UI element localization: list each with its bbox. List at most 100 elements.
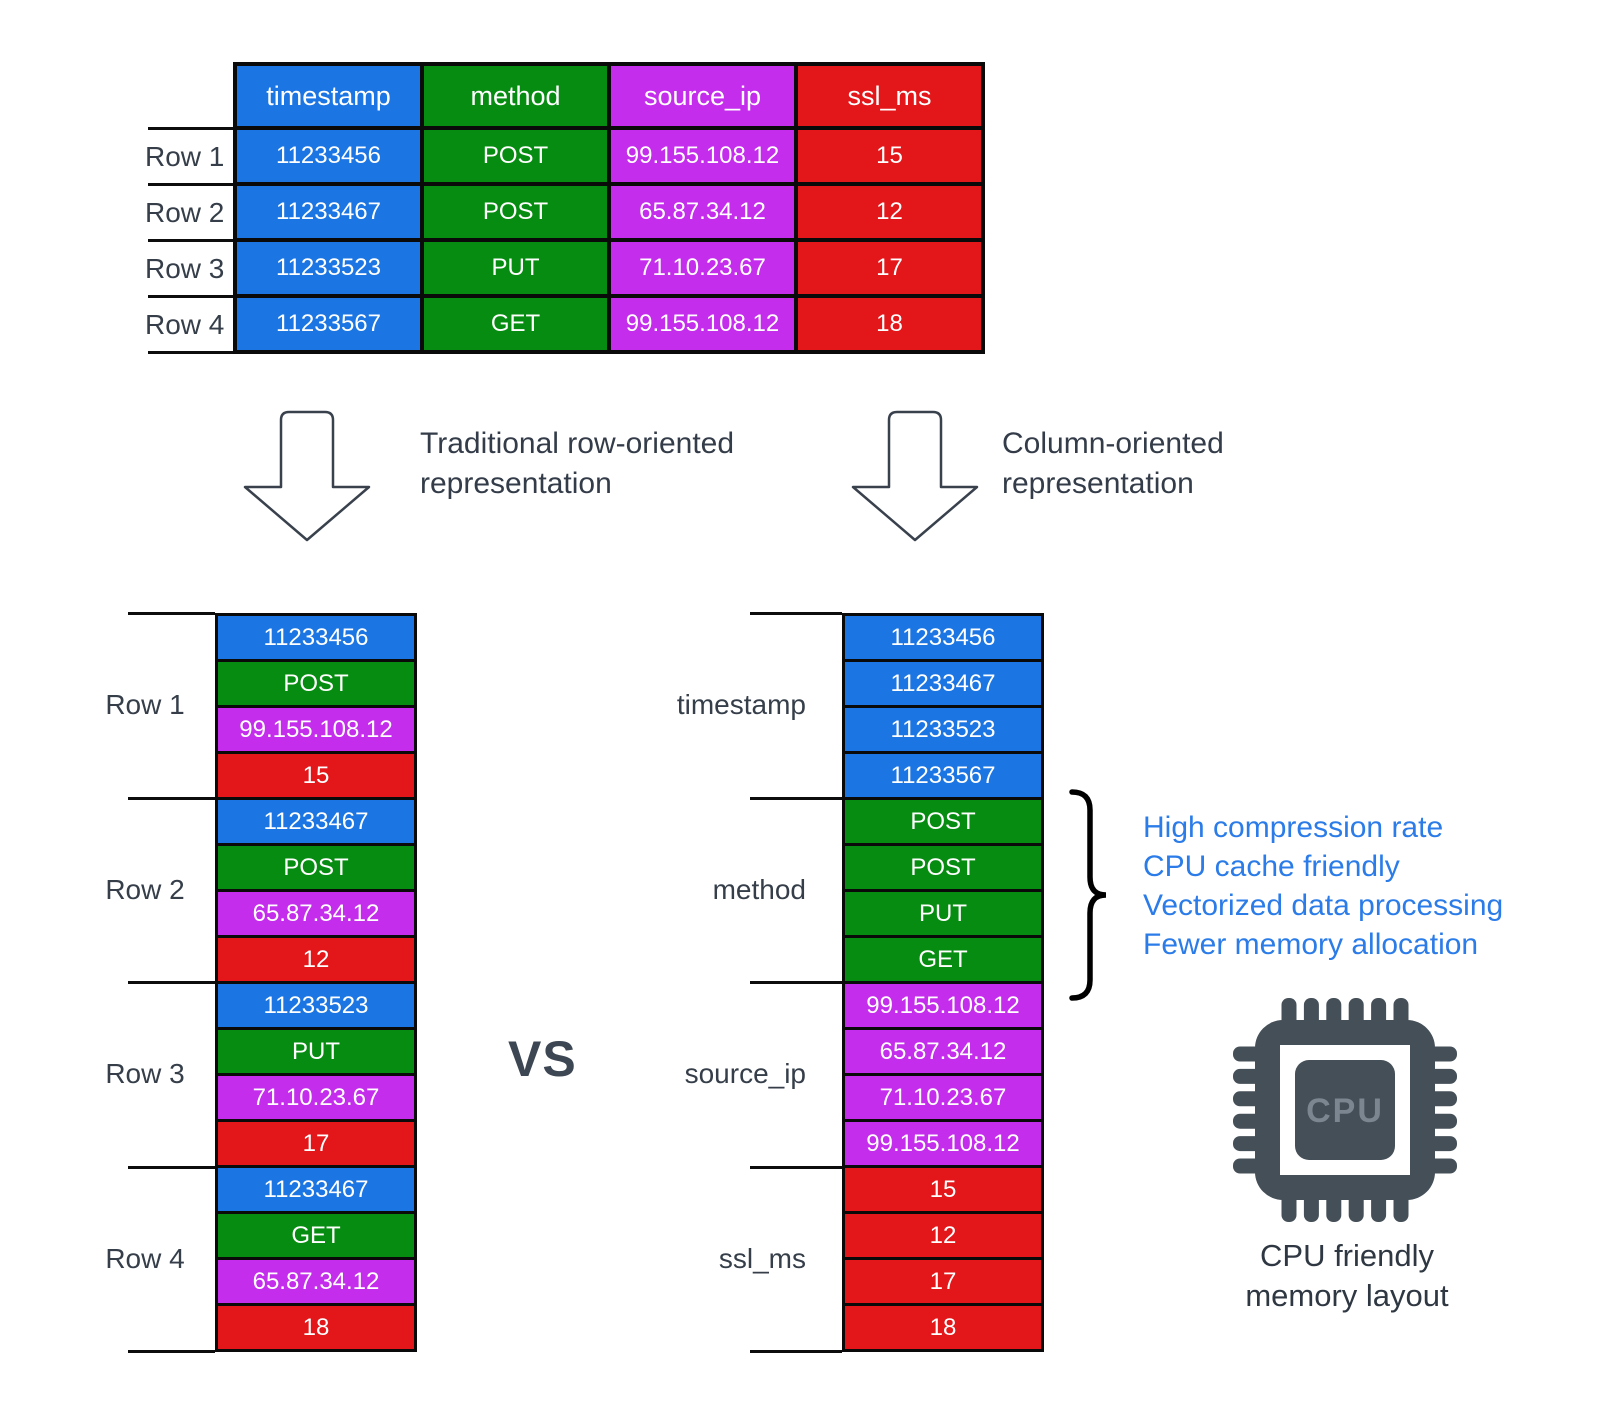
row-divider <box>148 351 233 354</box>
stack-cell: PUT <box>845 892 1041 935</box>
row-group-label: Row 1 <box>105 689 185 720</box>
label-line: representation <box>1002 467 1194 500</box>
down-arrow-icon <box>851 410 979 542</box>
stack-cell: 99.155.108.12 <box>218 708 414 751</box>
table-cell: 11233456 <box>237 130 420 182</box>
stack-cell: GET <box>845 938 1041 981</box>
stack-cell: 11233523 <box>218 984 414 1027</box>
group-divider <box>128 1350 215 1353</box>
table-cell: 99.155.108.12 <box>611 130 794 182</box>
column-header-source-ip: source_ip <box>611 66 794 126</box>
stack-cell: 71.10.23.67 <box>218 1076 414 1119</box>
table-cell: 11233567 <box>237 298 420 350</box>
table-cell: 18 <box>798 298 981 350</box>
table-cell: 11233467 <box>237 186 420 238</box>
column-group-label: timestamp <box>676 689 806 720</box>
stack-cell: 17 <box>218 1122 414 1165</box>
stack-cell: 15 <box>218 754 414 797</box>
stack-cell: 12 <box>845 1214 1041 1257</box>
stack-cell: 71.10.23.67 <box>845 1076 1041 1119</box>
cpu-caption: CPU friendly memory layout <box>1197 1236 1497 1316</box>
group-divider <box>750 612 842 615</box>
stack-cell: 11233467 <box>218 1168 414 1211</box>
caption-line: memory layout <box>1245 1278 1449 1313</box>
benefits-list: High compression rate CPU cache friendly… <box>1143 808 1503 964</box>
table-cell: POST <box>424 186 607 238</box>
stack-cell: PUT <box>218 1030 414 1073</box>
cpu-chip-label: CPU <box>1306 1092 1384 1130</box>
row-divider <box>148 295 233 298</box>
stack-cell: 11233456 <box>845 616 1041 659</box>
stack-cell: 12 <box>218 938 414 981</box>
column-header-method: method <box>424 66 607 126</box>
label-line: Traditional row-oriented <box>420 427 735 460</box>
table-cell: 12 <box>798 186 981 238</box>
group-divider <box>750 1350 842 1353</box>
down-arrow-icon <box>243 410 371 542</box>
stack-cell: 18 <box>218 1306 414 1349</box>
stack-cell: 99.155.108.12 <box>845 984 1041 1027</box>
group-divider <box>128 797 215 800</box>
stack-cell: 15 <box>845 1168 1041 1211</box>
group-divider <box>750 1166 842 1169</box>
stack-cell: 11233567 <box>845 754 1041 797</box>
caption-line: CPU friendly <box>1260 1238 1434 1273</box>
row-divider <box>148 127 233 130</box>
curly-brace <box>1069 789 1107 1001</box>
stack-cell: 65.87.34.12 <box>845 1030 1041 1073</box>
column-representation-label: Column-oriented representation <box>1002 424 1224 504</box>
row-label: Row 3 <box>145 253 225 284</box>
stack-cell: 17 <box>845 1260 1041 1303</box>
column-group-label: source_ip <box>684 1058 806 1089</box>
column-header-ssl-ms: ssl_ms <box>798 66 981 126</box>
table-cell: POST <box>424 130 607 182</box>
column-header-timestamp: timestamp <box>237 66 420 126</box>
group-divider <box>750 797 842 800</box>
row-representation-label: Traditional row-oriented representation <box>420 424 734 504</box>
stack-cell: POST <box>845 800 1041 843</box>
stack-cell: 99.155.108.12 <box>845 1122 1041 1165</box>
stack-cell: POST <box>845 846 1041 889</box>
cpu-chip-icon: CPU <box>1233 998 1457 1222</box>
stack-cell: 65.87.34.12 <box>218 892 414 935</box>
group-divider <box>128 612 215 615</box>
table-cell: 17 <box>798 242 981 294</box>
label-line: representation <box>420 467 612 500</box>
benefit-item: CPU cache friendly <box>1143 850 1400 883</box>
column-store-stack: 11233456 11233467 11233523 11233567 POST… <box>842 613 1044 1352</box>
group-divider <box>128 1166 215 1169</box>
label-line: Column-oriented <box>1002 427 1224 460</box>
benefit-item: Fewer memory allocation <box>1143 928 1479 961</box>
row-label: Row 2 <box>145 197 225 228</box>
row-label: Row 4 <box>145 309 225 340</box>
row-label: Row 1 <box>145 141 225 172</box>
row-group-label: Row 4 <box>105 1243 185 1274</box>
table-cell: PUT <box>424 242 607 294</box>
table-cell: 99.155.108.12 <box>611 298 794 350</box>
table-cell: 71.10.23.67 <box>611 242 794 294</box>
benefit-item: High compression rate <box>1143 811 1444 844</box>
column-group-label: ssl_ms <box>718 1243 806 1274</box>
row-group-label: Row 3 <box>105 1058 185 1089</box>
table-cell: GET <box>424 298 607 350</box>
stack-cell: POST <box>218 662 414 705</box>
stack-cell: 11233456 <box>218 616 414 659</box>
row-group-label: Row 2 <box>105 874 185 905</box>
row-store-stack: 11233456 POST 99.155.108.12 15 11233467 … <box>215 613 417 1352</box>
group-divider <box>750 981 842 984</box>
table-cell: 11233523 <box>237 242 420 294</box>
row-divider <box>148 183 233 186</box>
table-cell: 15 <box>798 130 981 182</box>
vs-label: VS <box>508 1031 577 1087</box>
table-cell: 65.87.34.12 <box>611 186 794 238</box>
stack-cell: 11233523 <box>845 708 1041 751</box>
stack-cell: GET <box>218 1214 414 1257</box>
stack-cell: 65.87.34.12 <box>218 1260 414 1303</box>
benefit-item: Vectorized data processing <box>1143 889 1504 922</box>
stack-cell: 11233467 <box>218 800 414 843</box>
column-group-label: method <box>712 874 806 905</box>
stack-cell: POST <box>218 846 414 889</box>
top-table: timestamp method source_ip ssl_ms 112334… <box>233 62 985 354</box>
group-divider <box>128 981 215 984</box>
